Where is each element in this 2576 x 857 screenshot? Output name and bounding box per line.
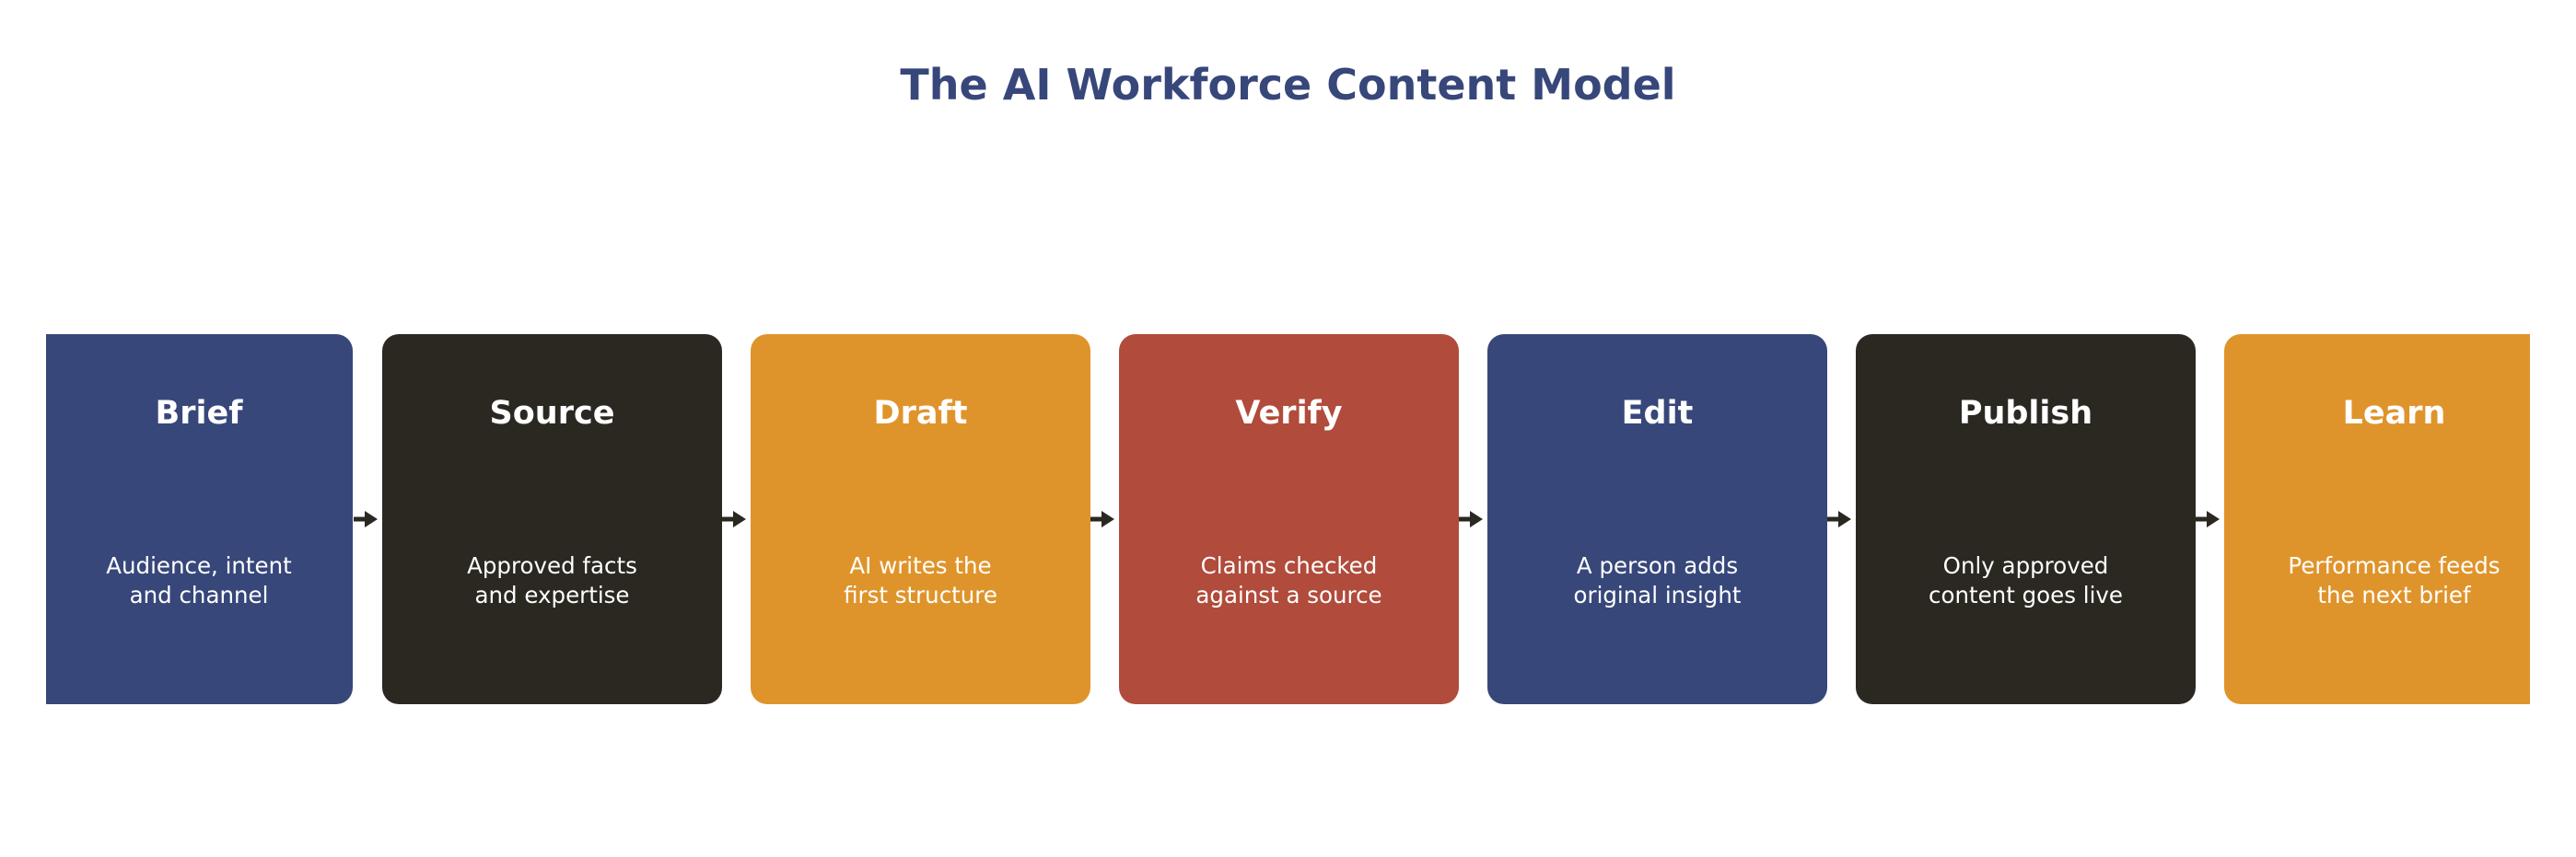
arrow-right-icon: [2196, 511, 2220, 527]
step-description: A person adds original insight: [1573, 552, 1742, 608]
step-description: Approved facts and expertise: [467, 552, 637, 608]
arrow-head: [365, 511, 378, 527]
step-description: Claims checked against a source: [1195, 552, 1382, 608]
arrow-right-icon: [1459, 511, 1483, 527]
diagram-title: The AI Workforce Content Model: [900, 60, 1676, 110]
step-title: Draft: [873, 395, 968, 432]
step-description: Performance feeds the next brief: [2288, 552, 2500, 608]
step-learn: Learn Performance feeds the next brief: [2224, 334, 2530, 704]
step-title: Publish: [1958, 395, 2093, 432]
step-title: Verify: [1235, 395, 1343, 432]
arrow-head: [733, 511, 746, 527]
step-title: Brief: [155, 395, 243, 432]
step-publish: Publish Only approved content goes live: [1856, 334, 2196, 704]
step-verify: Verify Claims checked against a source: [1119, 334, 1459, 704]
arrow-head: [1838, 511, 1851, 527]
step-draft: Draft AI writes the first structure: [751, 334, 1090, 704]
step-description: Audience, intent and channel: [106, 552, 292, 608]
arrow-right-icon: [1827, 511, 1851, 527]
step-source: Source Approved facts and expertise: [382, 334, 722, 704]
step-title: Learn: [2342, 395, 2446, 432]
step-title: Edit: [1621, 395, 1694, 432]
arrow-right-icon: [1090, 511, 1114, 527]
step-edit: Edit A person adds original insight: [1487, 334, 1827, 704]
arrow-head: [1102, 511, 1114, 527]
arrow-head: [1470, 511, 1483, 527]
arrow-right-icon: [722, 511, 746, 527]
arrow-head: [2207, 511, 2220, 527]
step-brief: Brief Audience, intent and channel: [46, 334, 353, 704]
arrow-right-icon: [354, 511, 378, 527]
step-description: AI writes the first structure: [844, 552, 997, 608]
process-flow: Brief Audience, intent and channel Sourc…: [46, 334, 2530, 704]
step-description: Only approved content goes live: [1929, 552, 2123, 608]
step-title: Source: [489, 395, 615, 432]
